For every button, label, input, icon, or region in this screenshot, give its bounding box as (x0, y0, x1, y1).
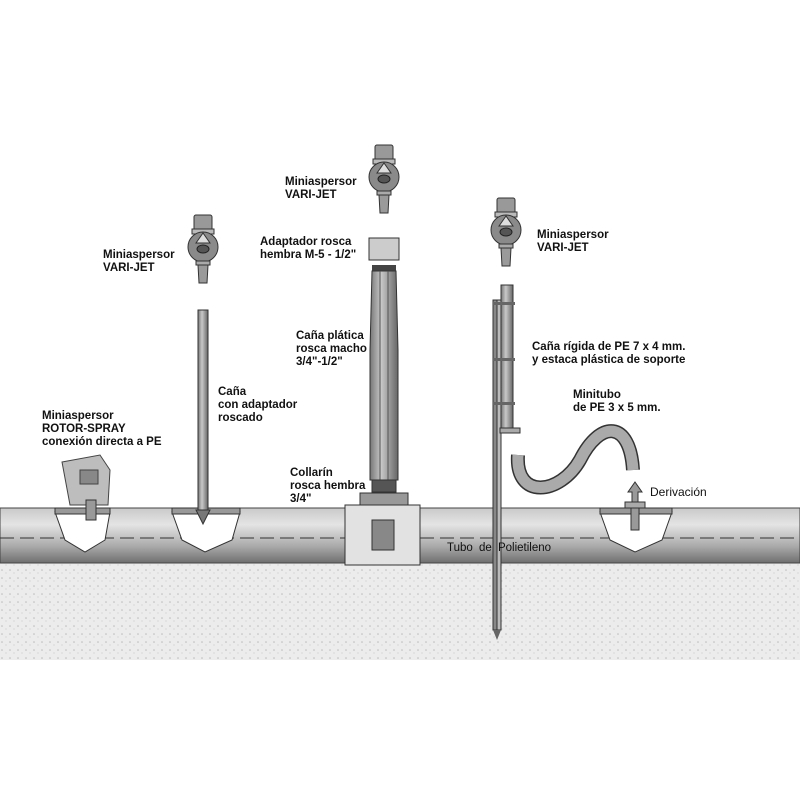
label-line: Miniaspersor (103, 249, 175, 261)
label-line: Caña rígida de PE 7 x 4 mm. (532, 341, 686, 353)
label-line: Caña (218, 386, 247, 398)
label-line: roscado (218, 412, 263, 424)
plastic-rod-center (369, 270, 399, 481)
label-line: Adaptador rosca (260, 236, 352, 248)
label-line: rosca macho (296, 343, 367, 355)
label-collarin: Collarín rosca hembra 3/4" (290, 467, 365, 506)
derivation-fitting (624, 481, 646, 531)
rod-left (197, 309, 209, 511)
rotor-spray-sprinkler (61, 454, 111, 521)
label-minitubo: Minitubo de PE 3 x 5 mm. (573, 389, 661, 415)
label-line: rosca hembra (290, 480, 366, 492)
varijet-sprinkler-center (368, 144, 400, 214)
label-line: hembra M-5 - 1/2" (260, 249, 357, 261)
label-cana-rigida: Caña rígida de PE 7 x 4 mm. y estaca plá… (532, 341, 685, 367)
label-adaptador: Adaptador rosca hembra M-5 - 1/2" (260, 236, 356, 262)
label-line: VARI-JET (103, 262, 155, 274)
collar (359, 492, 409, 506)
label-tubo: Tubo de Polietileno (447, 542, 552, 554)
label-line: Miniaspersor (537, 229, 609, 241)
label-varijet-left: Miniaspersor VARI-JET (103, 249, 175, 275)
varijet-sprinkler-left (187, 214, 219, 284)
label-cana-platica: Caña plática rosca macho 3/4"-1/2" (296, 330, 367, 369)
label-line: ROTOR-SPRAY (42, 423, 126, 435)
adapter-m5 (368, 237, 400, 261)
label-line: Caña plática (296, 330, 364, 342)
label-line: Miniaspersor (285, 176, 357, 188)
label-line: y estaca plástica de soporte (532, 354, 686, 366)
label-line: 3/4"-1/2" (296, 356, 343, 368)
varijet-sprinkler-right (490, 197, 522, 267)
label-line: Miniaspersor (42, 410, 114, 422)
label-line: VARI-JET (285, 189, 337, 201)
support-stake (492, 299, 498, 631)
label-rotor-spray: Miniaspersor ROTOR-SPRAY conexión direct… (42, 410, 162, 449)
label-cana-adaptador: Caña con adaptador roscado (218, 386, 297, 425)
label-line: Collarín (290, 467, 333, 479)
label-line: VARI-JET (537, 242, 589, 254)
label-line: conexión directa a PE (42, 436, 162, 448)
label-derivacion: Derivación (650, 485, 707, 499)
label-varijet-right: Miniaspersor VARI-JET (537, 229, 609, 255)
rigid-rod-right (500, 284, 514, 431)
label-line: Minitubo (573, 389, 621, 401)
soil (0, 560, 800, 660)
label-varijet-center: Miniaspersor VARI-JET (285, 176, 357, 202)
label-line: con adaptador (218, 399, 298, 411)
label-line: 3/4" (290, 493, 312, 505)
label-line: de PE 3 x 5 mm. (573, 402, 661, 414)
